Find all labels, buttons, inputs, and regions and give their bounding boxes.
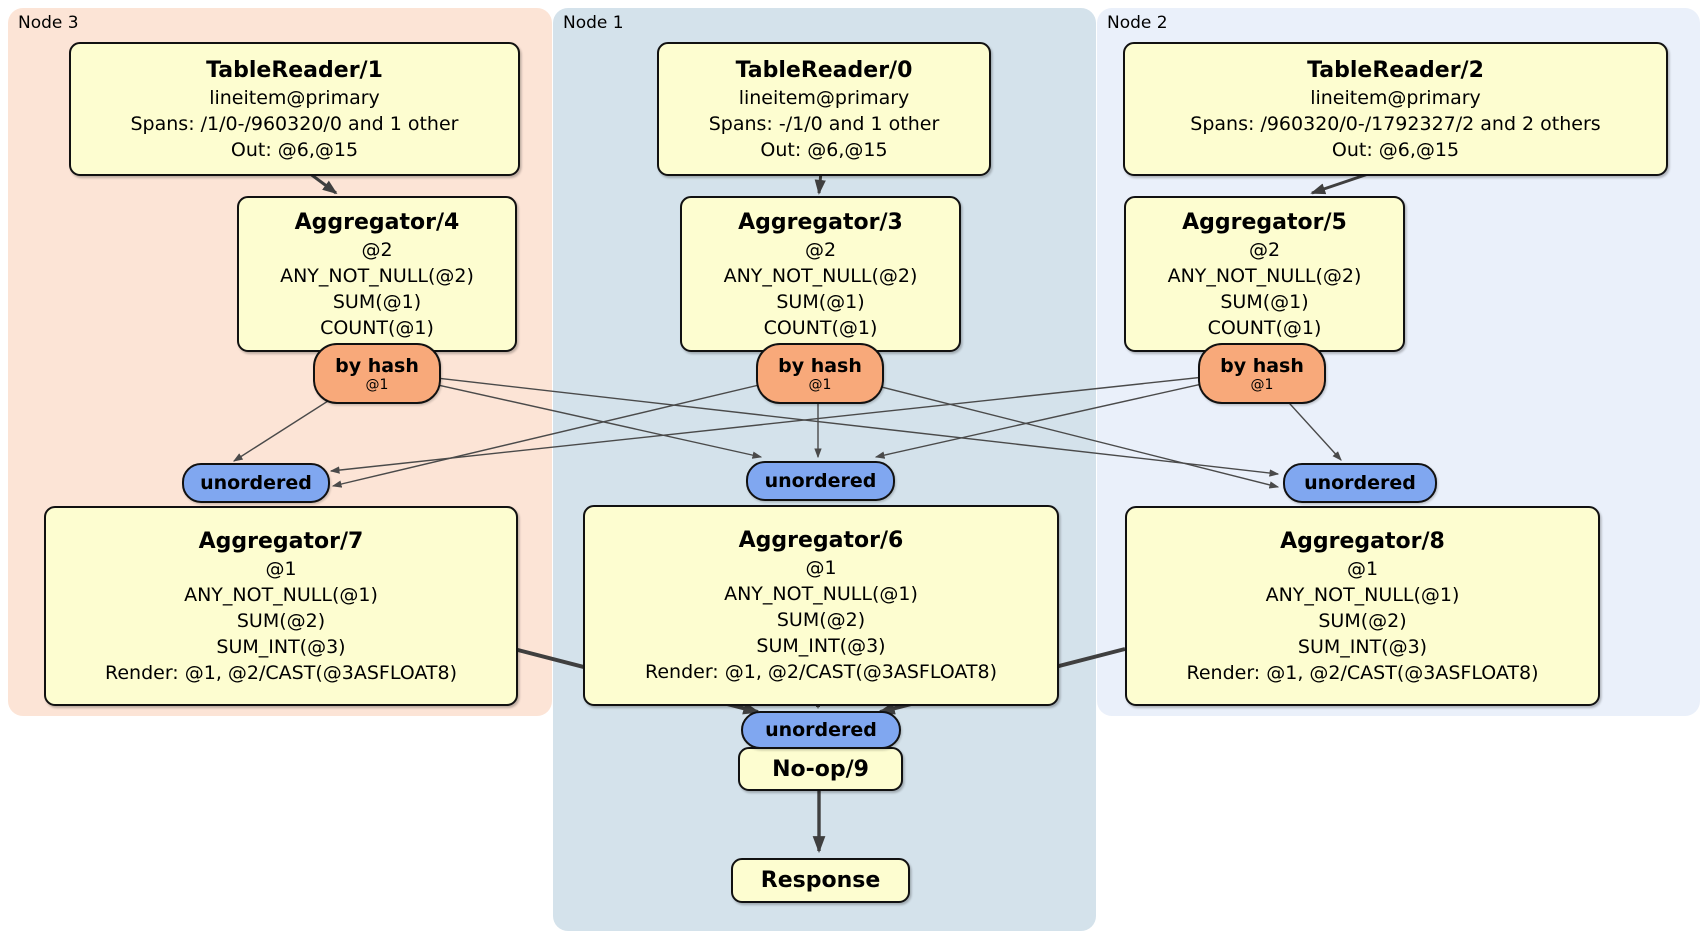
processor-detail: lineitem@primary	[738, 86, 910, 109]
edge-hash5-unord7	[329, 370, 1261, 474]
router-label: by hash	[778, 354, 862, 377]
processor-detail: ANY_NOT_NULL(@1)	[184, 583, 378, 606]
processor-title: No-op/9	[772, 756, 869, 782]
processor-tablereader-0: TableReader/0 lineitem@primary Spans: -/…	[657, 42, 991, 176]
router-by-hash-node1: by hash @1	[756, 343, 884, 404]
stream-unordered-node2: unordered	[1283, 463, 1437, 503]
router-detail: @1	[808, 376, 832, 393]
processor-title: Aggregator/5	[1182, 209, 1347, 235]
region-node-2-label: Node 2	[1107, 13, 1168, 33]
processor-detail: ANY_NOT_NULL(@2)	[723, 264, 918, 287]
processor-detail: ANY_NOT_NULL(@2)	[280, 264, 474, 287]
processor-title: Aggregator/8	[1280, 528, 1445, 554]
processor-detail: Spans: -/1/0 and 1 other	[708, 112, 940, 135]
processor-detail: COUNT(@1)	[763, 316, 878, 339]
edge-hash4-unord8	[374, 370, 1280, 477]
processor-tablereader-2: TableReader/2 lineitem@primary Spans: /9…	[1123, 42, 1668, 176]
processor-detail: Render: @1, @2/CAST(@3ASFLOAT8)	[1186, 661, 1539, 684]
processor-detail: COUNT(@1)	[320, 316, 434, 339]
processor-detail: ANY_NOT_NULL(@1)	[724, 583, 918, 605]
router-label: by hash	[1220, 354, 1304, 377]
processor-detail: Out: @6,@15	[760, 138, 888, 161]
router-detail: @1	[1250, 376, 1274, 393]
processor-aggregator-6: Aggregator/6 @1 ANY_NOT_NULL(@1) SUM(@2)…	[583, 505, 1059, 706]
processor-detail: @1	[805, 557, 837, 579]
edge-hash3-unord7	[331, 370, 819, 488]
edge-hash5-unord6	[874, 370, 1261, 459]
processor-detail: @2	[804, 238, 837, 261]
stream-unordered-node1: unordered	[746, 461, 895, 501]
processor-detail: @2	[1248, 238, 1281, 261]
processor-detail: SUM(@2)	[236, 609, 326, 632]
processor-title: Aggregator/4	[294, 209, 460, 235]
processor-detail: Render: @1, @2/CAST(@3ASFLOAT8)	[645, 661, 997, 683]
processor-aggregator-5: Aggregator/5 @2 ANY_NOT_NULL(@2) SUM(@1)…	[1124, 196, 1405, 352]
processor-detail: Out: @6,@15	[1331, 138, 1460, 161]
processor-title: Response	[760, 868, 881, 893]
processor-aggregator-3: Aggregator/3 @2 ANY_NOT_NULL(@2) SUM(@1)…	[680, 196, 961, 352]
router-by-hash-node3: by hash @1	[313, 343, 441, 404]
region-node-1-label: Node 1	[563, 13, 624, 33]
processor-title: Aggregator/6	[738, 528, 904, 553]
processor-detail: @1	[1346, 557, 1379, 580]
processor-detail: SUM(@1)	[332, 290, 422, 313]
processor-detail: COUNT(@1)	[1207, 316, 1322, 339]
processor-detail: Render: @1, @2/CAST(@3ASFLOAT8)	[105, 661, 457, 684]
processor-aggregator-8: Aggregator/8 @1 ANY_NOT_NULL(@1) SUM(@2)…	[1125, 506, 1600, 706]
processor-detail: SUM(@2)	[1318, 609, 1407, 632]
stream-unordered-final: unordered	[741, 711, 901, 749]
processor-detail: Out: @6,@15	[230, 138, 359, 161]
stream-unordered-node3: unordered	[182, 463, 330, 503]
processor-title: TableReader/2	[1307, 57, 1484, 83]
processor-detail: SUM(@1)	[1220, 290, 1309, 313]
processor-detail: lineitem@primary	[209, 86, 380, 109]
processor-title: TableReader/0	[735, 57, 913, 83]
processor-detail: Spans: /960320/0-/1792327/2 and 2 others	[1190, 112, 1601, 135]
processor-detail: SUM(@1)	[776, 290, 865, 313]
processor-detail: ANY_NOT_NULL(@1)	[1265, 583, 1460, 606]
processor-detail: SUM_INT(@3)	[756, 635, 886, 657]
processor-detail: @1	[265, 557, 297, 580]
edge-hash3-unord8	[817, 370, 1280, 489]
processor-noop-9: No-op/9	[738, 747, 903, 791]
processor-title: TableReader/1	[206, 57, 383, 83]
router-detail: @1	[365, 376, 389, 393]
processor-title: Aggregator/3	[738, 209, 903, 235]
processor-tablereader-1: TableReader/1 lineitem@primary Spans: /1…	[69, 42, 520, 176]
region-node-3-label: Node 3	[18, 13, 79, 33]
processor-detail: SUM(@2)	[776, 609, 866, 631]
processor-detail: lineitem@primary	[1310, 86, 1481, 109]
router-label: by hash	[335, 354, 419, 377]
processor-detail: ANY_NOT_NULL(@2)	[1167, 264, 1362, 287]
processor-aggregator-4: Aggregator/4 @2 ANY_NOT_NULL(@2) SUM(@1)…	[237, 196, 517, 352]
response-node: Response	[731, 858, 910, 903]
router-by-hash-node2: by hash @1	[1198, 343, 1326, 404]
processor-detail: SUM_INT(@3)	[1297, 635, 1428, 658]
processor-detail: Spans: /1/0-/960320/0 and 1 other	[130, 112, 459, 135]
processor-title: Aggregator/7	[198, 528, 364, 554]
processor-aggregator-7: Aggregator/7 @1 ANY_NOT_NULL(@1) SUM(@2)…	[44, 506, 518, 706]
processor-detail: SUM_INT(@3)	[216, 635, 346, 658]
processor-detail: @2	[361, 238, 393, 261]
